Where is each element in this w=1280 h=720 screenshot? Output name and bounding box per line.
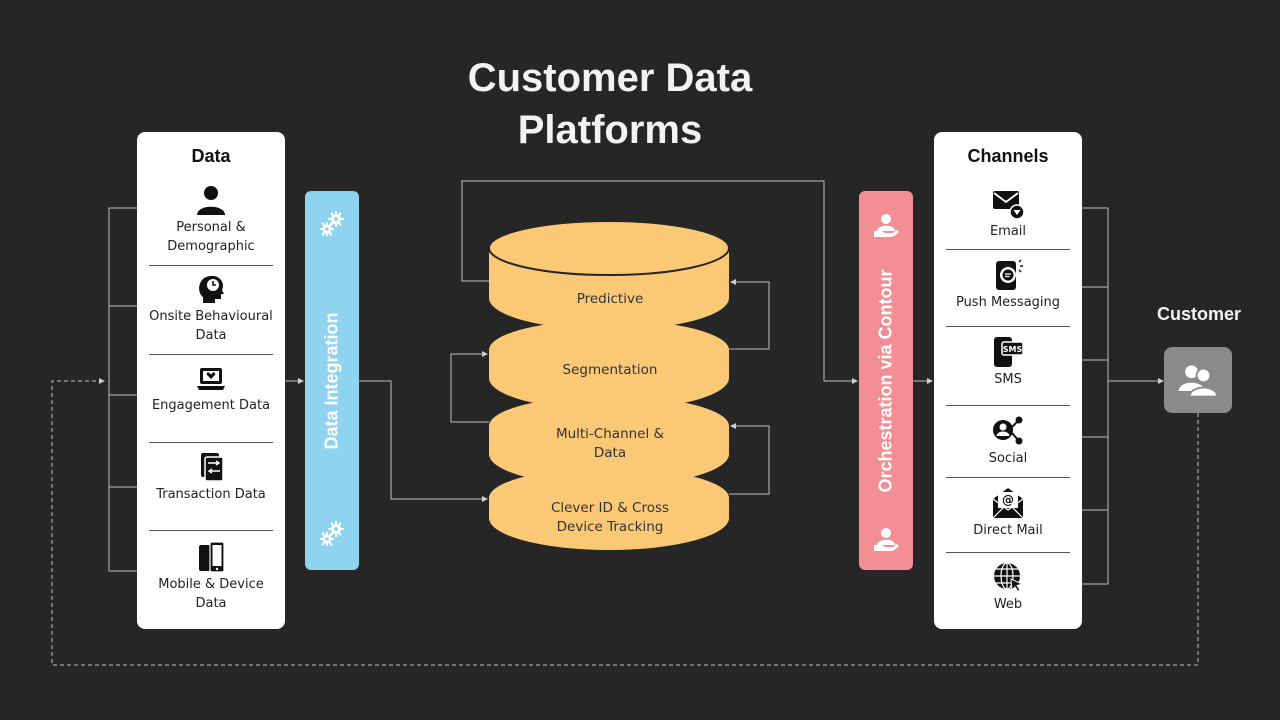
data-item-label: Engagement Data — [151, 398, 271, 413]
envelope-icon — [993, 191, 1024, 220]
data-item-personal: Personal & Demographic — [149, 184, 273, 256]
channel-item-email: Email — [946, 188, 1070, 241]
database-stack — [488, 220, 730, 550]
separator — [149, 442, 273, 443]
channel-item-direct-mail: @ Direct Mail — [946, 487, 1070, 540]
orchestration-label: Orchestration via Contour — [875, 268, 896, 493]
channel-item-label: Social — [988, 451, 1028, 466]
channel-item-web: Web — [946, 561, 1070, 614]
transaction-doc-icon — [201, 453, 224, 482]
db-layer-predictive — [488, 220, 730, 330]
data-integration-bar: Data Integration — [305, 191, 359, 570]
gears-icon — [320, 211, 344, 236]
separator — [946, 552, 1070, 553]
data-item-engagement: Engagement Data — [149, 362, 273, 415]
social-share-icon — [993, 416, 1023, 445]
mail-at-icon: @ — [992, 488, 1024, 519]
db-layer-label: Multi-Channel & Data — [555, 426, 665, 461]
data-panel-heading: Data — [191, 146, 231, 166]
data-item-label: Mobile & Device Data — [158, 577, 264, 611]
db-layer-label: Segmentation — [562, 362, 658, 378]
channel-item-push: Push Messaging — [946, 259, 1070, 312]
data-item-label: Transaction Data — [156, 487, 266, 502]
data-panel: Data Personal & Demographic Onsite Behav… — [137, 132, 285, 629]
separator — [149, 265, 273, 266]
devices-icon — [199, 541, 225, 573]
separator — [149, 530, 273, 531]
data-item-mobile: Mobile & Device Data — [149, 541, 273, 613]
channel-item-label: Email — [989, 224, 1027, 239]
phone-chat-icon — [996, 259, 1023, 290]
data-integration-label: Data Integration — [321, 311, 342, 450]
customer-label: Customer — [1156, 304, 1241, 324]
user-hand-icon — [874, 214, 899, 237]
channel-item-label: SMS — [994, 372, 1022, 387]
data-item-label: Onsite Behavioural Data — [149, 309, 273, 343]
separator — [946, 405, 1070, 406]
channel-item-label: Direct Mail — [973, 523, 1043, 538]
channel-item-sms: SMS SMS — [946, 336, 1070, 389]
separator — [946, 477, 1070, 478]
customer-button[interactable] — [1164, 347, 1232, 413]
db-layer-segmentation — [489, 320, 729, 410]
db-layer-label: Predictive — [576, 291, 644, 307]
channels-panel: Channels Email Push Messaging — [934, 132, 1082, 629]
sms-icon: SMS — [994, 337, 1024, 367]
orchestration-bar: Orchestration via Contour — [859, 191, 913, 570]
channel-item-label: Web — [993, 597, 1023, 612]
separator — [946, 326, 1070, 327]
page-title: Customer Data Platforms — [467, 56, 753, 152]
channel-item-social: Social — [946, 415, 1070, 468]
head-clock-icon — [199, 275, 224, 303]
data-item-label: Personal & Demographic — [167, 220, 255, 254]
user-hand-icon — [874, 528, 899, 551]
channel-item-label: Push Messaging — [955, 295, 1061, 310]
svg-text:@: @ — [1002, 493, 1014, 507]
gears-icon — [320, 521, 344, 546]
db-layer-label: Clever ID & Cross Device Tracking — [550, 500, 670, 535]
separator — [149, 354, 273, 355]
data-item-behavioural: Onsite Behavioural Data — [149, 273, 273, 345]
person-icon — [197, 186, 225, 215]
svg-text:SMS: SMS — [1003, 345, 1023, 354]
separator — [946, 249, 1070, 250]
users-icon — [1178, 365, 1219, 398]
db-layer-bottom — [489, 468, 729, 550]
globe-cursor-icon — [994, 562, 1024, 593]
channels-panel-heading: Channels — [967, 146, 1049, 166]
db-layer-multichannel — [489, 396, 729, 486]
data-item-transaction: Transaction Data — [149, 451, 273, 504]
laptop-heart-icon — [197, 368, 225, 390]
